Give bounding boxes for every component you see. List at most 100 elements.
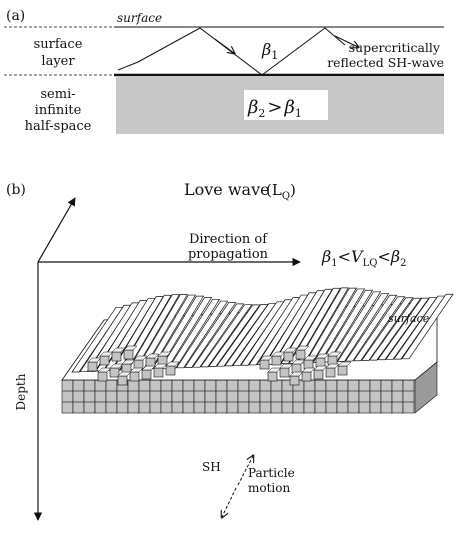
trough-cube	[123, 349, 134, 360]
ray-arrow-2	[334, 35, 358, 47]
trough-cube-top	[145, 353, 160, 359]
front-face-column	[160, 379, 173, 414]
front-face-column	[72, 379, 85, 414]
panel-a-label: (a)	[6, 8, 25, 24]
wave-slat	[345, 294, 398, 362]
depth-label: Depth	[14, 373, 28, 410]
front-face-column	[270, 379, 283, 414]
trough-cube-top	[325, 363, 340, 369]
trough-cube	[301, 371, 312, 382]
trough-cube	[111, 351, 122, 362]
trough-cube	[153, 367, 164, 378]
sh-label: SH	[202, 460, 221, 474]
axis-lateral	[37, 197, 76, 263]
block-surface-label: surface	[388, 312, 430, 325]
particle-motion-arrow-down	[222, 487, 237, 517]
trough-cube	[283, 351, 294, 362]
direction-label-1: Direction of	[189, 232, 268, 247]
trough-cube	[117, 375, 128, 386]
beta-relation-label: β2>β1	[247, 97, 302, 120]
front-face-column	[358, 379, 371, 414]
front-face-column	[138, 379, 151, 414]
trough-cube	[129, 371, 140, 382]
front-face-column	[215, 379, 228, 414]
trough-cube	[303, 359, 314, 370]
particle-motion-arrow-up	[237, 456, 253, 486]
trough-cube	[279, 367, 290, 378]
trough-cube	[271, 355, 282, 366]
love-wave-symbol: (LQ)	[266, 181, 296, 202]
trough-cube	[267, 371, 278, 382]
front-face-column	[149, 379, 162, 414]
panel-b-label: (b)	[6, 182, 26, 198]
trough-cube-top	[133, 355, 148, 361]
wave-slat	[175, 300, 229, 369]
ray-arrow-1	[214, 38, 234, 53]
panel-a: (a) surface surface layer semi- infinite…	[4, 8, 444, 134]
wave-slat	[200, 304, 253, 368]
wave-slat	[192, 303, 245, 368]
front-face-column	[325, 379, 338, 414]
trough-cube	[141, 369, 152, 380]
halfspace-label-3: half-space	[25, 119, 92, 134]
halfspace-label-2: infinite	[35, 103, 82, 118]
wave-slat	[208, 304, 261, 367]
trough-cube	[133, 359, 144, 370]
trough-cube-top	[157, 351, 172, 357]
beta-relation-box	[244, 90, 328, 120]
beta1-label: β1	[261, 40, 278, 62]
front-face-column	[237, 379, 250, 414]
particle-motion-label-2: motion	[248, 481, 290, 495]
trough-cube	[337, 365, 348, 376]
trough-cube-top	[123, 345, 138, 351]
trough-cube-top	[313, 365, 328, 371]
trough-cube-top	[315, 353, 330, 359]
trough-cube-top	[141, 365, 156, 371]
front-face-column	[94, 379, 107, 414]
wave-slat	[280, 288, 333, 364]
front-face-column	[105, 379, 118, 414]
front-face-column	[336, 379, 349, 414]
trough-cube	[327, 355, 338, 366]
trough-cube-top	[337, 361, 352, 367]
front-face-column	[193, 379, 206, 414]
front-face-column	[171, 379, 184, 414]
front-face-column	[127, 379, 140, 414]
wave-slat	[353, 296, 406, 362]
reflected-label-2: reflected SH-wave	[327, 55, 444, 70]
trough-cube	[315, 357, 326, 368]
halfspace-label-1: semi-	[40, 87, 75, 102]
trough-cube-top	[111, 347, 126, 353]
wave-block-diagram	[61, 287, 454, 414]
reflected-label-1: supercritically	[349, 40, 441, 55]
trough-cube	[97, 371, 108, 382]
front-face-column	[182, 379, 195, 414]
particle-motion-label-1: Particle	[248, 466, 295, 480]
trough-cube	[289, 375, 300, 386]
surface-label: surface	[117, 11, 162, 25]
velocity-relation: β1<VLQ<β2	[321, 247, 406, 269]
surface-layer-label-1: surface	[34, 37, 83, 52]
trough-cube	[99, 355, 110, 366]
trough-cube	[87, 361, 98, 372]
trough-cube-top	[129, 367, 144, 373]
trough-cube	[259, 359, 270, 370]
trough-cube	[313, 369, 324, 380]
front-face-column	[61, 379, 74, 414]
front-face-column	[402, 379, 415, 414]
trough-cube	[109, 367, 120, 378]
trough-cube-top	[295, 345, 310, 351]
front-face-column	[259, 379, 272, 414]
front-face-column	[303, 379, 316, 414]
trough-cube	[121, 363, 132, 374]
front-face-column	[391, 379, 404, 414]
trough-cube-top	[327, 351, 342, 357]
wave-slat	[159, 297, 213, 369]
wave-slat	[401, 293, 454, 360]
wave-slat	[336, 293, 390, 362]
trough-cube	[165, 365, 176, 376]
wave-slat	[320, 289, 374, 363]
front-face-column	[226, 379, 239, 414]
front-face-column	[369, 379, 382, 414]
